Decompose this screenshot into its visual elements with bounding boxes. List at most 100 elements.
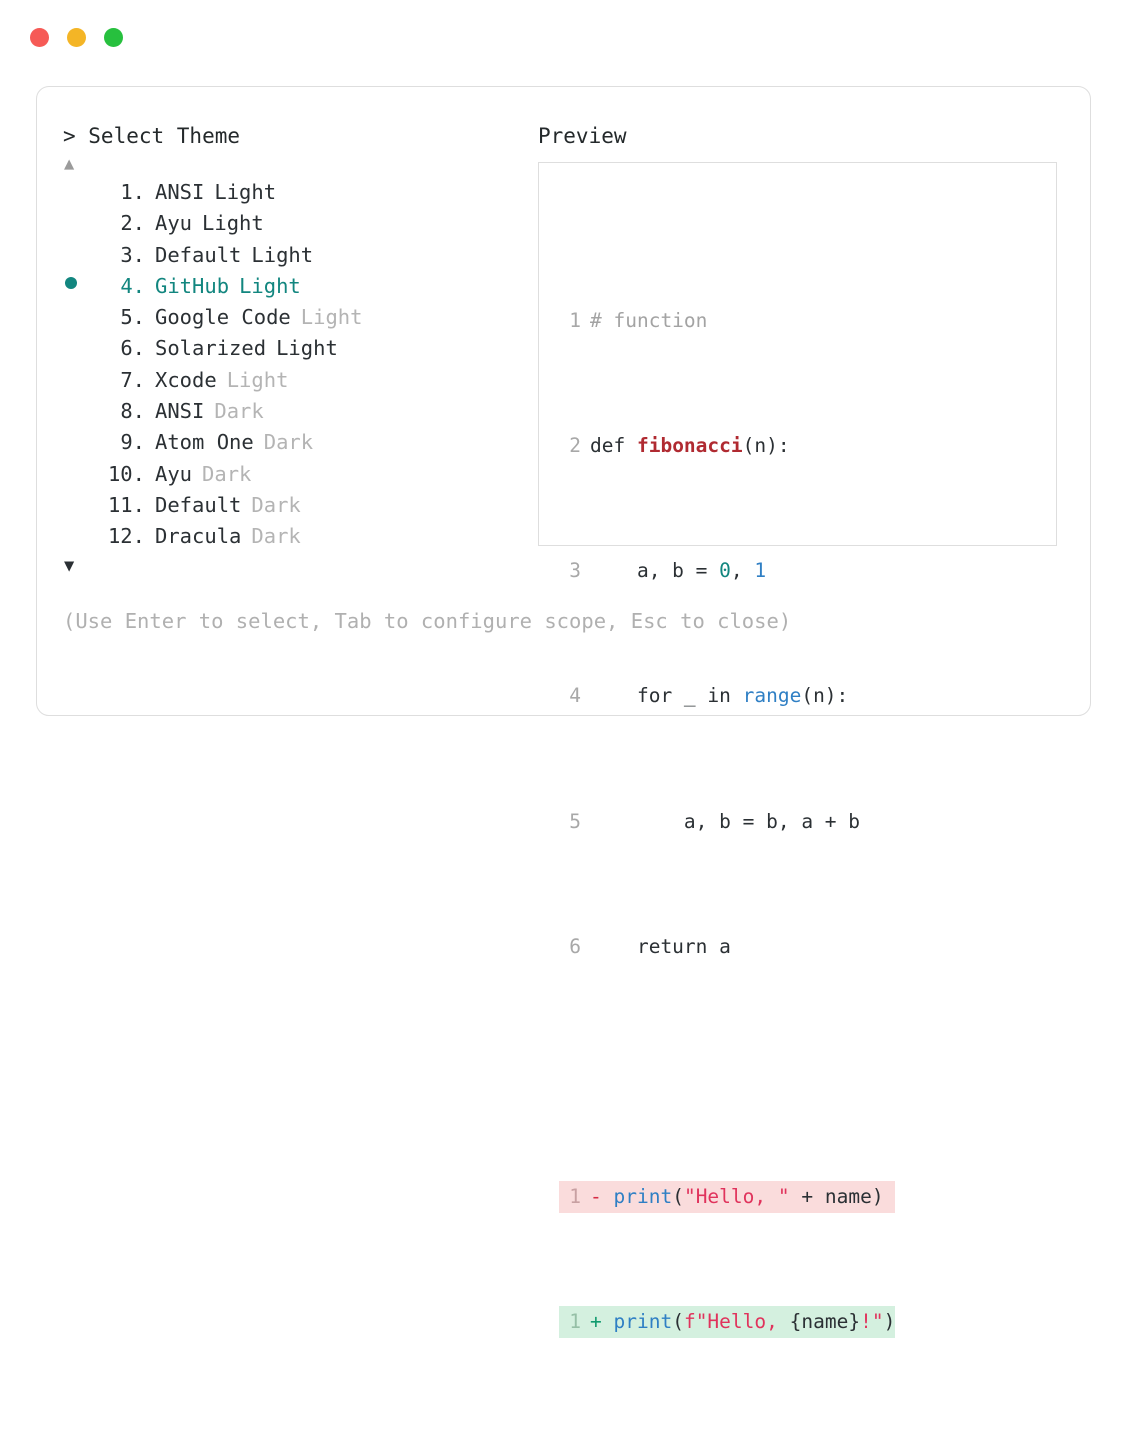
code-line: 5 a, b = b, a + b (559, 806, 895, 837)
theme-list-item[interactable]: 5. Google Code Light (63, 302, 538, 333)
theme-item-variant: Light (276, 336, 338, 361)
preview-panel: 1 # function 2 def fibonacci(n): 3 a, b … (538, 162, 1057, 1338)
token-text: for _ in (590, 684, 743, 708)
line-content: - print("Hello, " + name) (581, 1181, 884, 1212)
code-line: 6 return a (559, 931, 895, 962)
theme-item-variant: Dark (202, 461, 252, 486)
theme-item-index: 3. (120, 242, 145, 267)
token-number-zero: 0 (719, 559, 731, 583)
theme-item-name: ANSI (155, 180, 205, 204)
token-comment: # function (590, 308, 708, 332)
theme-item-variant: Light (239, 273, 301, 298)
keyboard-hint: (Use Enter to select, Tab to configure s… (63, 608, 792, 633)
token-number-one: 1 (754, 559, 767, 583)
line-content: return a (590, 934, 731, 958)
theme-item-index: 1. (120, 180, 145, 204)
theme-item-name: ANSI (155, 399, 205, 424)
scroll-down-arrow-icon[interactable]: ▼ (64, 555, 75, 576)
theme-item-name: Atom One (155, 430, 254, 455)
window-minimize-button[interactable] (67, 28, 86, 47)
theme-list-item[interactable]: 12. Dracula Dark (63, 521, 538, 552)
token-fstring-end: !" (860, 1310, 884, 1334)
theme-item-variant: Light (214, 180, 277, 204)
token-text: , (730, 559, 755, 583)
line-number: 1 (569, 1185, 581, 1209)
token-concat: + name (789, 1185, 872, 1209)
theme-item-name: Ayu (155, 461, 193, 486)
code-line: 4 for _ in range(n): (559, 680, 895, 711)
theme-item-variant: Dark (214, 399, 264, 424)
line-content: def fibonacci(n): (581, 430, 790, 461)
token-print: print (613, 1185, 673, 1209)
preview-column: Preview 1 # function 2 def fibonacci(n): (538, 121, 1064, 1338)
theme-item-index: 5. (120, 305, 145, 330)
line-number: 6 (569, 934, 581, 958)
token-string: "Hello, " (683, 1185, 790, 1209)
code-line: 1 # function (559, 305, 895, 336)
page-title: > Select Theme (63, 124, 241, 148)
token-text: (n): (801, 684, 849, 708)
code-blank-line (559, 1056, 895, 1087)
diff-line-removed: 1 - print("Hello, " + name) (559, 1181, 896, 1213)
token-paren-close: ) (883, 1310, 896, 1334)
line-content: for _ in range(n): (581, 680, 848, 711)
theme-item-index: 4. (120, 273, 145, 298)
token-keyword-def: def (590, 434, 637, 458)
theme-item-variant: Dark (263, 430, 314, 455)
code-line: 3 a, b = 0, 1 (559, 555, 895, 586)
theme-item-name: Google Code (155, 305, 291, 330)
theme-item-index: 2. (120, 211, 145, 236)
line-content: + print(f"Hello, {name}!") (581, 1306, 895, 1337)
theme-item-index: 11. (107, 492, 145, 517)
diff-marker-minus: - (590, 1185, 602, 1209)
token-args: (n): (742, 434, 790, 458)
theme-item-name: Default (155, 242, 242, 267)
token-fstring-expr: {name} (789, 1310, 861, 1334)
theme-list-item[interactable]: 3. Default Light (63, 240, 538, 271)
theme-item-name: Default (155, 492, 242, 517)
theme-item-variant: Light (226, 367, 289, 392)
theme-list-item[interactable]: 8. ANSI Dark (63, 396, 538, 427)
theme-list-item[interactable]: 9. Atom One Dark (63, 427, 538, 458)
window-titlebar (30, 28, 123, 47)
theme-item-variant: Dark (251, 524, 301, 549)
line-number: 1 (569, 1310, 581, 1334)
diff-line-added: 1 + print(f"Hello, {name}!") (559, 1306, 896, 1338)
theme-item-name: Ayu (155, 211, 193, 236)
token-space (602, 1310, 614, 1333)
window-close-button[interactable] (30, 28, 49, 47)
theme-item-variant: Light (251, 242, 314, 267)
token-paren-open: ( (672, 1185, 684, 1209)
token-builtin-range: range (742, 684, 802, 708)
line-number: 1 (569, 308, 581, 332)
line-number: 2 (569, 434, 581, 458)
code-preview: 1 # function 2 def fibonacci(n): 3 a, b … (559, 211, 896, 1432)
theme-item-index: 8. (120, 399, 145, 424)
scroll-up-arrow-icon[interactable]: ▲ (64, 154, 75, 174)
code-line: 2 def fibonacci(n): (559, 430, 895, 461)
line-number: 4 (569, 684, 581, 708)
theme-item-variant: Light (202, 211, 264, 236)
token-function-name: fibonacci (636, 434, 743, 458)
token-fstring-start: f"Hello, (683, 1310, 790, 1334)
theme-item-name: Dracula (155, 524, 242, 549)
window-maximize-button[interactable] (104, 28, 123, 47)
theme-item-variant: Light (300, 305, 363, 330)
token-text: a, b = (590, 559, 720, 583)
theme-list-item[interactable]: 2. Ayu Light (63, 208, 538, 239)
theme-item-index: 7. (120, 367, 145, 392)
theme-item-index: 12. (107, 524, 145, 549)
theme-item-index: 9. (120, 430, 145, 455)
token-print: print (613, 1310, 673, 1334)
line-number: 5 (569, 809, 581, 833)
theme-list-item[interactable]: 1. ANSI Light (63, 177, 538, 208)
